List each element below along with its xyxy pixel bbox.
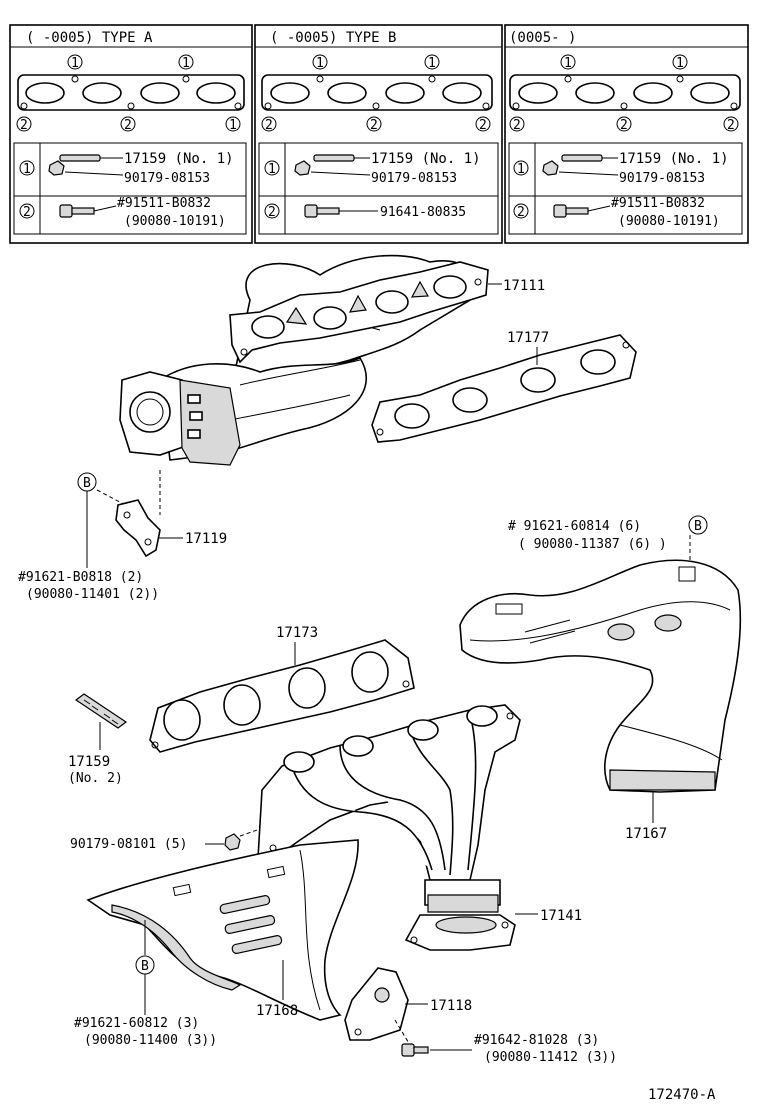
svg-text:1: 1 — [268, 162, 276, 177]
callout-17177: 17177 — [507, 330, 549, 346]
svg-text:2: 2 — [370, 118, 378, 133]
variant-c-header: (0005- ) — [509, 30, 576, 46]
variant-table-b: ( -0005) TYPE B 1 1 2 2 2 1 17159 (No. 1… — [254, 24, 503, 244]
callout-17159-no2: (No. 2) — [68, 771, 123, 786]
variant-c-row1-nut: 90179-08153 — [619, 171, 705, 186]
callout-17118: 17118 — [430, 998, 472, 1014]
callout-90080-11387: ( 90080-11387 (6) ) — [518, 537, 667, 552]
variant-table-a: ( -0005) TYPE A 1 1 2 2 1 1 17159 (No. 1… — [9, 24, 253, 244]
svg-text:1: 1 — [316, 56, 324, 71]
marker-b-2: B — [694, 519, 702, 534]
callout-91621-60812: #91621-60812 (3) — [74, 1016, 199, 1031]
callout-17119: 17119 — [185, 531, 227, 547]
bolt-91642-81028 — [401, 1043, 429, 1057]
svg-text:1: 1 — [428, 56, 436, 71]
exhaust-manifold-17111 — [119, 254, 489, 466]
bracket-17118 — [344, 967, 409, 1041]
variant-a-row2-line1: #91511-B0832 — [117, 196, 211, 211]
svg-text:2: 2 — [23, 205, 31, 220]
exhaust-manifold-17141 — [257, 704, 521, 951]
gasket-17173 — [149, 639, 415, 753]
variant-c-row2-line1: #91511-B0832 — [611, 196, 705, 211]
variant-c-row2-line2: (90080-10191) — [618, 214, 720, 229]
svg-text:1: 1 — [229, 118, 237, 133]
svg-text:2: 2 — [268, 205, 276, 220]
nut-90179-08101 — [224, 833, 241, 851]
stud-17159 — [74, 693, 128, 729]
svg-text:1: 1 — [517, 162, 525, 177]
svg-text:1: 1 — [23, 162, 31, 177]
svg-text:2: 2 — [20, 118, 28, 133]
callout-91621-60814: # 91621-60814 (6) — [508, 519, 641, 534]
callout-90080-11401: (90080-11401 (2)) — [26, 587, 159, 602]
callout-90080-11412: (90080-11412 (3)) — [484, 1050, 617, 1065]
heat-insulator-17167 — [459, 559, 742, 793]
callout-17111: 17111 — [503, 278, 545, 294]
variant-b-row1-nut: 90179-08153 — [371, 171, 457, 186]
variant-a-row1-part: 17159 (No. 1) — [124, 151, 234, 167]
diagram-id: 172470-A — [648, 1087, 716, 1103]
bracket-17119 — [115, 499, 161, 558]
variant-a-row1-nut: 90179-08153 — [124, 171, 210, 186]
svg-text:2: 2 — [727, 118, 735, 133]
marker-b-3: B — [141, 959, 149, 974]
variant-b-row1-part: 17159 (No. 1) — [371, 151, 481, 167]
callout-17159: 17159 — [68, 754, 110, 770]
variant-a-header: ( -0005) TYPE A — [26, 30, 153, 46]
variant-table-c: (0005- ) 1 1 2 2 2 1 17159 (No. 1) 90179… — [504, 24, 749, 244]
svg-text:1: 1 — [182, 56, 190, 71]
svg-text:1: 1 — [71, 56, 79, 71]
variant-c-row1-part: 17159 (No. 1) — [619, 151, 729, 167]
marker-b-1: B — [83, 476, 91, 491]
callout-90179-08101: 90179-08101 (5) — [70, 837, 187, 852]
callout-91642-81028: #91642-81028 (3) — [474, 1033, 599, 1048]
svg-text:2: 2 — [479, 118, 487, 133]
svg-text:1: 1 — [564, 56, 572, 71]
svg-text:2: 2 — [513, 118, 521, 133]
svg-text:2: 2 — [517, 205, 525, 220]
gasket-17177 — [371, 334, 637, 443]
variant-a-row2-line2: (90080-10191) — [124, 214, 226, 229]
callout-91621-b0818: #91621-B0818 (2) — [18, 570, 143, 585]
callout-17168: 17168 — [256, 1003, 298, 1019]
callout-90080-11400: (90080-11400 (3)) — [84, 1033, 217, 1048]
variant-b-row2-line1: 91641-80835 — [380, 205, 466, 220]
callout-17141: 17141 — [540, 908, 582, 924]
svg-text:2: 2 — [265, 118, 273, 133]
svg-text:2: 2 — [620, 118, 628, 133]
heat-insulator-17168 — [86, 839, 359, 1021]
svg-text:1: 1 — [676, 56, 684, 71]
variant-b-header: ( -0005) TYPE B — [270, 30, 396, 46]
callout-17167: 17167 — [625, 826, 667, 842]
callout-17173: 17173 — [276, 625, 318, 641]
svg-text:2: 2 — [124, 118, 132, 133]
